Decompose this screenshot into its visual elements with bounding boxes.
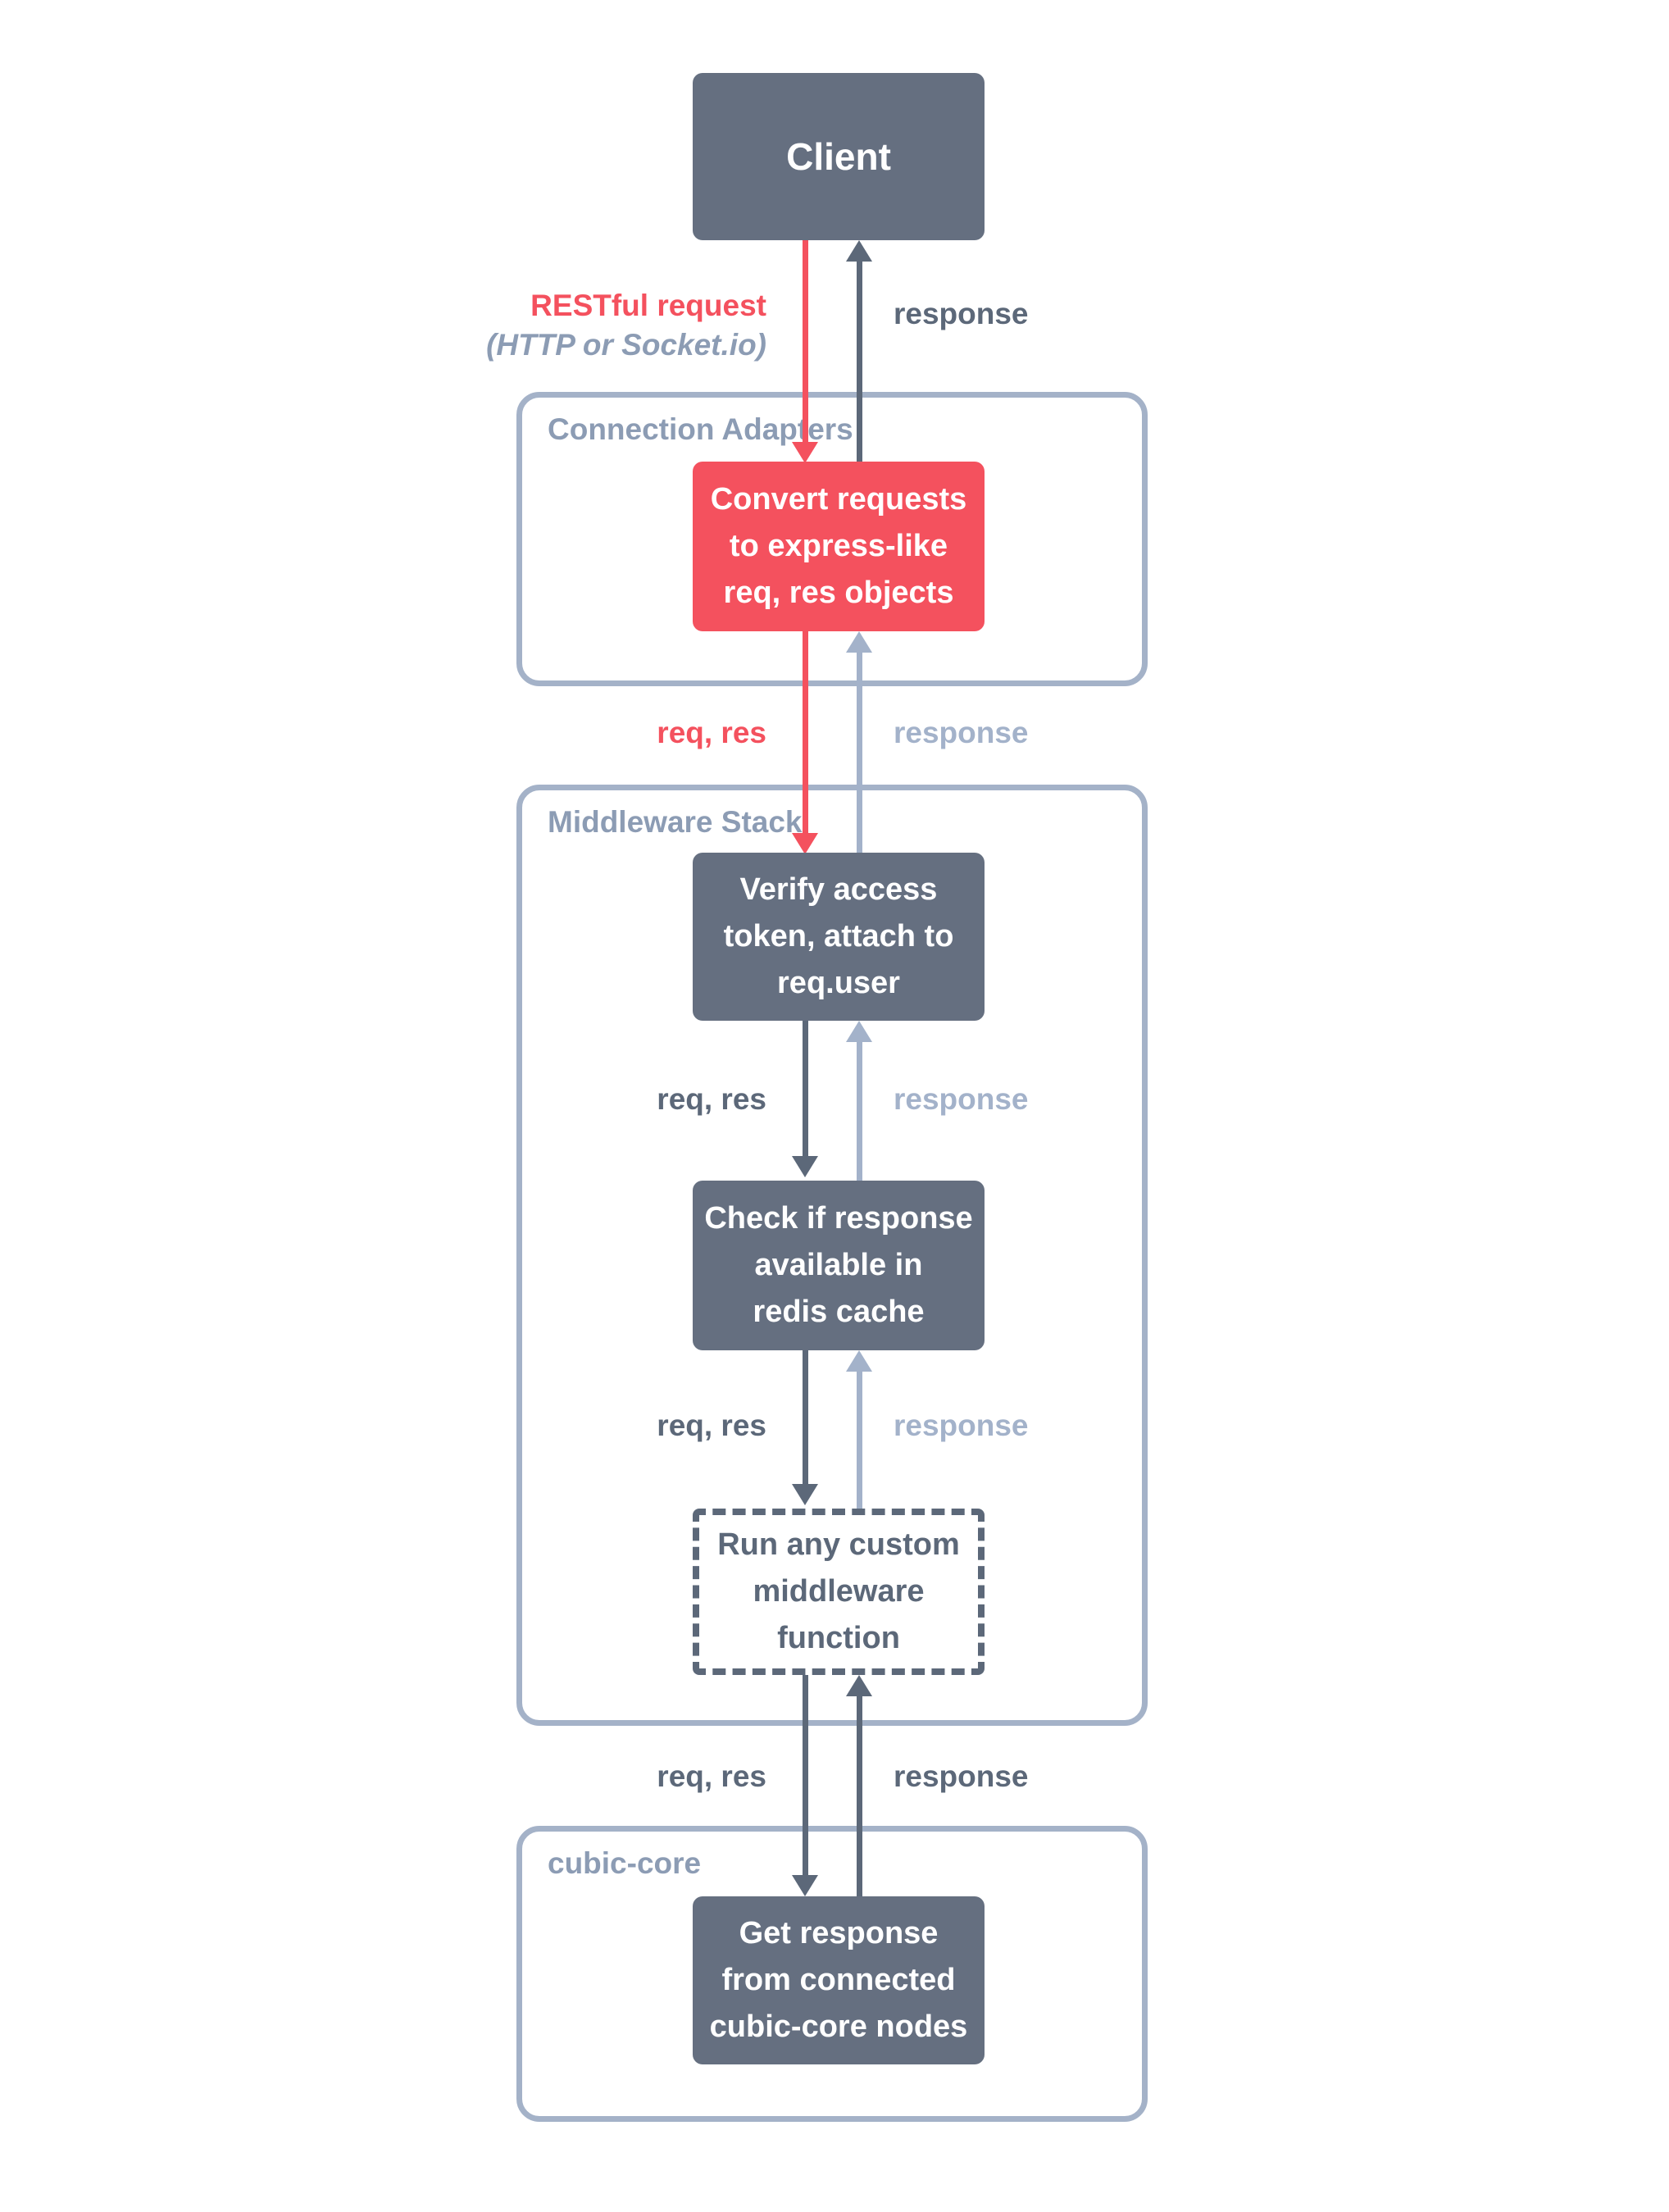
node-text-line: redis cache [753, 1295, 925, 1329]
response-label: response [894, 716, 1029, 749]
custom-middleware-node: Run any custom middleware function [693, 1509, 985, 1675]
request-line-custom [803, 1675, 808, 1877]
node-text-line: req.user [777, 966, 900, 1000]
verify-token-node: Verify access token, attach to req.user [693, 853, 985, 1021]
arrow-up-icon [846, 1021, 872, 1042]
request-line-client [803, 240, 808, 447]
node-text-line: token, attach to [723, 919, 954, 954]
arrow-down-icon [792, 1875, 818, 1896]
connection-adapters-title: Connection Adapters [548, 412, 853, 447]
arrow-up-icon [846, 1675, 872, 1696]
group-title-label: Middleware Stack [548, 805, 803, 839]
node-text-line: to express-like [729, 529, 948, 563]
node-text-line: Check if response [704, 1201, 973, 1236]
request-line-redis [803, 1350, 808, 1489]
node-text-line: req, res objects [723, 576, 954, 610]
response-label: response [894, 297, 1029, 330]
middleware-stack-title: Middleware Stack [548, 805, 803, 840]
edge-label-response-4: response [894, 1409, 1029, 1443]
cubic-core-group [516, 1826, 1148, 2122]
request-label: req, res [657, 716, 766, 749]
node-text-line: from connected [721, 1963, 956, 1997]
response-line-custom [857, 1695, 862, 1896]
request-line-verify [803, 1021, 808, 1161]
arrow-down-icon [792, 442, 818, 463]
response-label: response [894, 1409, 1029, 1442]
request-label: RESTful request [530, 289, 766, 322]
node-text-line: Get response [739, 1916, 939, 1950]
request-label: req, res [657, 1082, 766, 1116]
group-title-label: Connection Adapters [548, 412, 853, 446]
edge-label-response-2: response [894, 716, 1029, 750]
edge-label-response-1: response [894, 297, 1029, 331]
node-text-line: available in [754, 1248, 923, 1282]
node-text-line: function [777, 1621, 900, 1655]
edge-label-reqres-2: req, res [439, 1082, 766, 1117]
node-text-line: Run any custom [717, 1527, 960, 1562]
response-line-client [857, 260, 862, 462]
response-label: response [894, 1082, 1029, 1116]
arrow-down-icon [792, 1484, 818, 1505]
arrow-up-icon [846, 631, 872, 653]
cubic-core-title: cubic-core [548, 1846, 701, 1881]
node-text-line: cubic-core nodes [709, 2009, 968, 2044]
arrow-up-icon [846, 240, 872, 262]
middleware-stack-group [516, 785, 1148, 1726]
request-label: req, res [657, 1759, 766, 1793]
edge-label-response-3: response [894, 1082, 1029, 1117]
group-title-label: cubic-core [548, 1846, 702, 1880]
request-note-label: (HTTP or Socket.io) [486, 328, 766, 362]
arrow-up-icon [846, 1350, 872, 1372]
response-line-adapters [857, 651, 862, 853]
node-text-line: middleware [753, 1574, 925, 1609]
edge-label-reqres-3: req, res [439, 1409, 766, 1443]
client-label: Client [786, 134, 891, 178]
arrow-down-icon [792, 833, 818, 854]
request-line-adapters [803, 631, 808, 838]
edge-label-reqres-4: req, res [439, 1759, 766, 1794]
client-node: Client [693, 73, 985, 240]
connection-adapters-group [516, 392, 1148, 686]
arrow-down-icon [792, 1156, 818, 1177]
response-label: response [894, 1759, 1029, 1793]
edge-label-restful-request: RESTful request (HTTP or Socket.io) [439, 289, 766, 362]
edge-label-reqres-1: req, res [439, 716, 766, 750]
get-response-node: Get response from connected cubic-core n… [693, 1896, 985, 2064]
node-text-line: Convert requests [710, 482, 967, 517]
convert-requests-node: Convert requests to express-like req, re… [693, 462, 985, 631]
response-line-verify [857, 1040, 862, 1181]
request-label: req, res [657, 1409, 766, 1442]
node-text-line: Verify access [739, 872, 938, 907]
edge-label-response-5: response [894, 1759, 1029, 1794]
response-line-redis [857, 1370, 862, 1509]
redis-cache-node: Check if response available in redis cac… [693, 1181, 985, 1350]
